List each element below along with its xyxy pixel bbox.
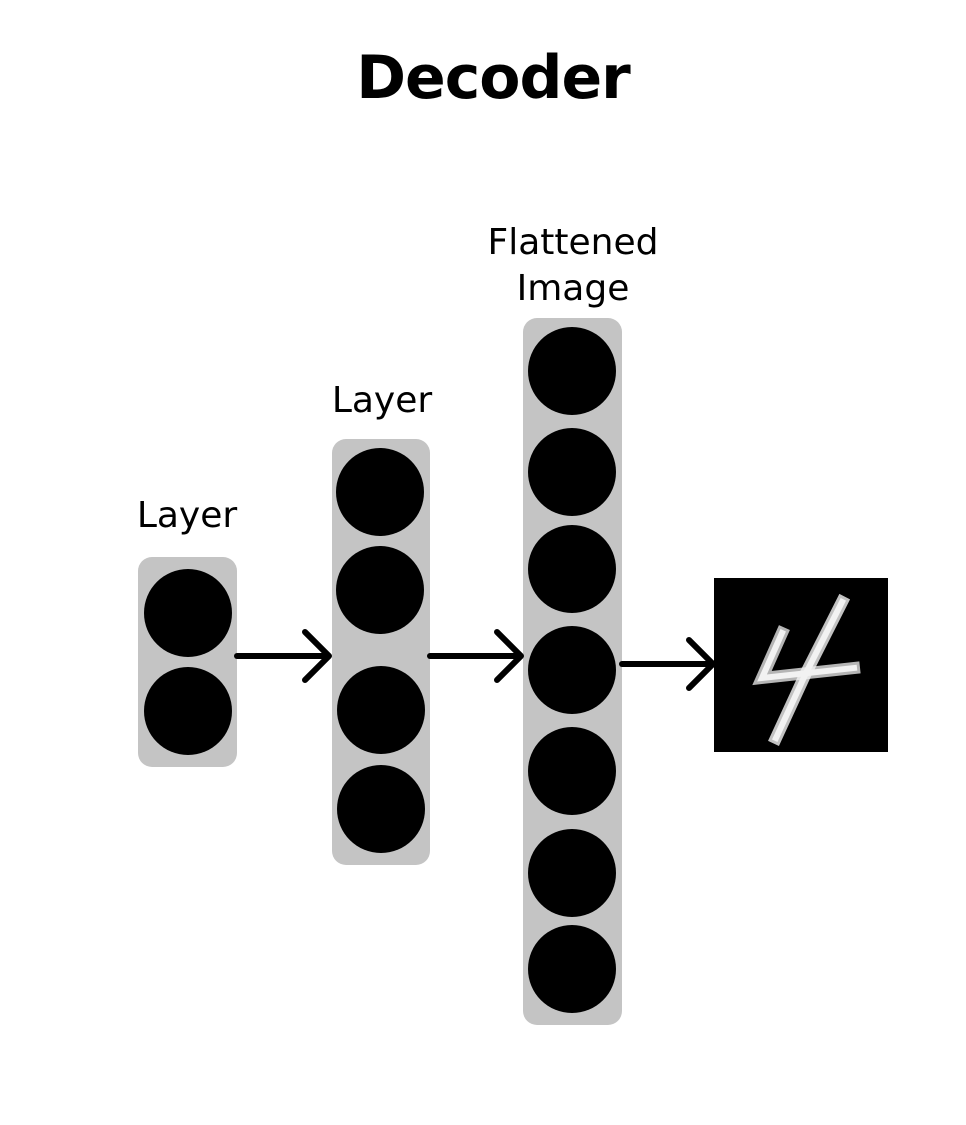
handwritten-digit-4-image <box>714 578 888 752</box>
layer-2-node <box>336 546 424 634</box>
layer-3-node <box>528 626 616 714</box>
layer-3-node <box>528 925 616 1013</box>
layer-2-label: Layer <box>331 380 433 421</box>
layer-3-node <box>528 727 616 815</box>
arrow-layer1-to-layer2 <box>234 629 332 683</box>
layer-3-node <box>528 327 616 415</box>
diagram-title: Decoder <box>356 43 631 113</box>
layer-2-node <box>337 765 425 853</box>
layer-3-node <box>528 829 616 917</box>
layer-1-node <box>144 667 232 755</box>
layer-2-node <box>337 666 425 754</box>
layer-2-node <box>336 448 424 536</box>
layer-3-node <box>528 525 616 613</box>
layer-3-node <box>528 428 616 516</box>
arrow-layer2-to-layer3 <box>427 629 524 683</box>
layer-3-label-line-1: Flattened <box>487 222 659 263</box>
layer-1-label: Layer <box>136 495 238 536</box>
arrow-layer3-to-image <box>619 637 716 691</box>
layer-3-label: Flattened Image <box>463 220 683 312</box>
layer-3-label-line-2: Image <box>516 268 630 309</box>
layer-1-node <box>144 569 232 657</box>
